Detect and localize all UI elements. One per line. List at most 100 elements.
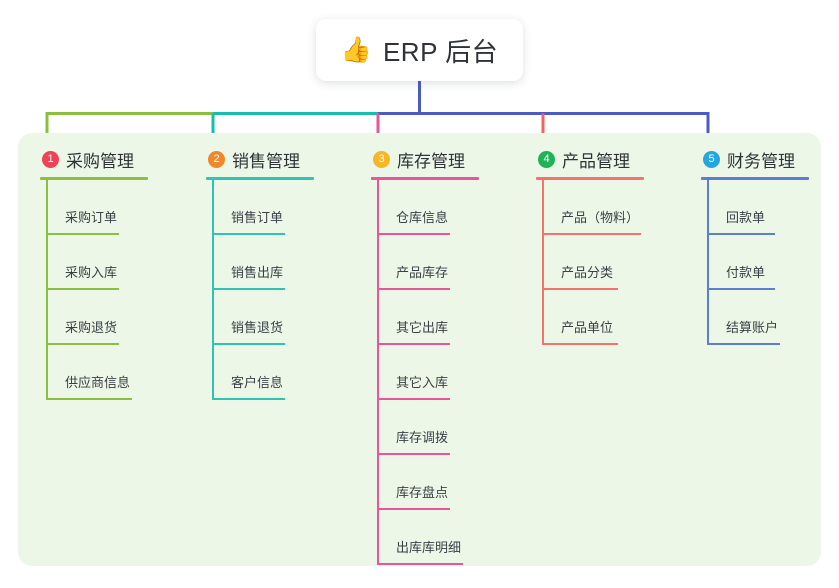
branch-spine-2 bbox=[212, 180, 214, 400]
branch-item-underline bbox=[46, 288, 119, 290]
branch-item[interactable]: 其它入库 bbox=[371, 345, 479, 400]
branch-item-underline bbox=[46, 233, 119, 235]
branch-spine-1 bbox=[46, 180, 48, 400]
branch-items-3: 仓库信息产品库存其它出库其它入库库存调拨库存盘点出库库明细 bbox=[371, 180, 479, 565]
branch-item[interactable]: 产品（物料） bbox=[536, 180, 644, 235]
branch-item[interactable]: 客户信息 bbox=[206, 345, 314, 400]
branch-header-5[interactable]: 5 财务管理 bbox=[701, 147, 809, 171]
branch-item[interactable]: 产品分类 bbox=[536, 235, 644, 290]
branch-item-underline bbox=[542, 288, 618, 290]
branch-item[interactable]: 结算账户 bbox=[701, 290, 809, 345]
branch-column-3: 3 库存管理仓库信息产品库存其它出库其它入库库存调拨库存盘点出库库明细 bbox=[371, 147, 479, 565]
branch-item-underline bbox=[377, 398, 450, 400]
root-node-title: ERP 后台 bbox=[382, 36, 499, 67]
branch-item-underline bbox=[542, 343, 618, 345]
branch-header-1[interactable]: 1 采购管理 bbox=[40, 147, 148, 171]
branch-item-label: 其它出库 bbox=[396, 320, 449, 335]
branch-badge-4: 4 bbox=[538, 150, 555, 168]
branch-item-label: 回款单 bbox=[726, 210, 766, 225]
branch-item-underline bbox=[377, 343, 450, 345]
branch-item-underline bbox=[212, 398, 285, 400]
branch-item-label: 结算账户 bbox=[726, 320, 779, 335]
branch-item[interactable]: 供应商信息 bbox=[40, 345, 148, 400]
branch-item-label: 库存盘点 bbox=[396, 485, 449, 500]
branch-item[interactable]: 产品库存 bbox=[371, 235, 479, 290]
branch-header-4[interactable]: 4 产品管理 bbox=[536, 147, 644, 171]
branch-badge-3: 3 bbox=[373, 150, 390, 168]
branch-underline-5 bbox=[701, 177, 809, 180]
root-node-content: 👍 ERP 后台 bbox=[341, 32, 498, 69]
branch-items-4: 产品（物料） 产品分类产品单位 bbox=[536, 180, 644, 345]
branch-items-5: 回款单付款单结算账户 bbox=[701, 180, 809, 345]
branch-column-4: 4 产品管理产品（物料） 产品分类产品单位 bbox=[536, 147, 644, 345]
branch-underline-4 bbox=[536, 177, 644, 180]
branch-spine-4 bbox=[542, 180, 544, 345]
branch-underline-2 bbox=[206, 177, 314, 180]
branch-title-5: 财务管理 bbox=[727, 151, 795, 171]
branch-item-label: 仓库信息 bbox=[396, 210, 449, 225]
branch-item-underline bbox=[707, 343, 780, 345]
branch-item-label: 库存调拨 bbox=[396, 430, 449, 445]
branch-panel bbox=[18, 133, 821, 566]
branch-item[interactable]: 回款单 bbox=[701, 180, 809, 235]
branch-item-underline bbox=[377, 453, 450, 455]
branch-item-label: 出库库明细 bbox=[396, 540, 462, 555]
branch-item-label: 产品（物料） bbox=[561, 210, 640, 225]
branch-items-2: 销售订单销售出库销售退货客户信息 bbox=[206, 180, 314, 400]
branch-item-label: 销售订单 bbox=[231, 210, 284, 225]
branch-item-label: 付款单 bbox=[726, 265, 766, 280]
branch-item-label: 其它入库 bbox=[396, 375, 449, 390]
branch-item-underline bbox=[46, 398, 132, 400]
thumbs-up-icon: 👍 bbox=[340, 35, 372, 64]
branch-item-label: 采购订单 bbox=[65, 210, 118, 225]
branch-spine-5 bbox=[707, 180, 709, 345]
branch-item[interactable]: 付款单 bbox=[701, 235, 809, 290]
branch-title-4: 产品管理 bbox=[562, 151, 630, 171]
branch-item[interactable]: 库存调拨 bbox=[371, 400, 479, 455]
branch-item-underline bbox=[707, 288, 775, 290]
branch-item[interactable]: 采购入库 bbox=[40, 235, 148, 290]
branch-item-underline bbox=[212, 233, 285, 235]
branch-item[interactable]: 产品单位 bbox=[536, 290, 644, 345]
branch-item-label: 销售出库 bbox=[231, 265, 284, 280]
branch-column-2: 2 销售管理销售订单销售出库销售退货客户信息 bbox=[206, 147, 314, 400]
branch-badge-2: 2 bbox=[208, 150, 225, 168]
branch-item[interactable]: 销售出库 bbox=[206, 235, 314, 290]
branch-badge-5: 5 bbox=[703, 150, 720, 168]
branch-item-label: 客户信息 bbox=[231, 375, 284, 390]
branch-item-underline bbox=[707, 233, 775, 235]
branch-item[interactable]: 采购退货 bbox=[40, 290, 148, 345]
branch-header-3[interactable]: 3 库存管理 bbox=[371, 147, 479, 171]
branch-items-1: 采购订单采购入库采购退货供应商信息 bbox=[40, 180, 148, 400]
branch-item-label: 供应商信息 bbox=[65, 375, 131, 390]
branch-item[interactable]: 库存盘点 bbox=[371, 455, 479, 510]
branch-item-label: 产品单位 bbox=[561, 320, 614, 335]
branch-item-label: 销售退货 bbox=[231, 320, 284, 335]
branch-item[interactable]: 其它出库 bbox=[371, 290, 479, 345]
branch-underline-1 bbox=[40, 177, 148, 180]
branch-column-5: 5 财务管理回款单付款单结算账户 bbox=[701, 147, 809, 345]
branch-item[interactable]: 出库库明细 bbox=[371, 510, 479, 565]
branch-underline-3 bbox=[371, 177, 479, 180]
branch-item[interactable]: 销售订单 bbox=[206, 180, 314, 235]
branch-item-underline bbox=[377, 288, 450, 290]
branch-item[interactable]: 销售退货 bbox=[206, 290, 314, 345]
branch-item[interactable]: 仓库信息 bbox=[371, 180, 479, 235]
branch-title-3: 库存管理 bbox=[397, 151, 465, 171]
branch-item-underline bbox=[212, 343, 285, 345]
branch-item-underline bbox=[46, 343, 119, 345]
branch-item[interactable]: 采购订单 bbox=[40, 180, 148, 235]
branch-item-underline bbox=[377, 508, 450, 510]
branch-item-underline bbox=[377, 233, 450, 235]
branch-column-1: 1 采购管理采购订单采购入库采购退货供应商信息 bbox=[40, 147, 148, 400]
branch-item-underline bbox=[212, 288, 285, 290]
branch-spine-3 bbox=[377, 180, 379, 565]
branch-title-2: 销售管理 bbox=[232, 151, 300, 171]
root-node-card[interactable]: 👍 ERP 后台 bbox=[316, 19, 523, 81]
branch-badge-1: 1 bbox=[42, 150, 59, 168]
branch-title-1: 采购管理 bbox=[66, 151, 134, 171]
branch-header-2[interactable]: 2 销售管理 bbox=[206, 147, 314, 171]
branch-item-label: 采购入库 bbox=[65, 265, 118, 280]
branch-item-underline bbox=[542, 233, 641, 235]
